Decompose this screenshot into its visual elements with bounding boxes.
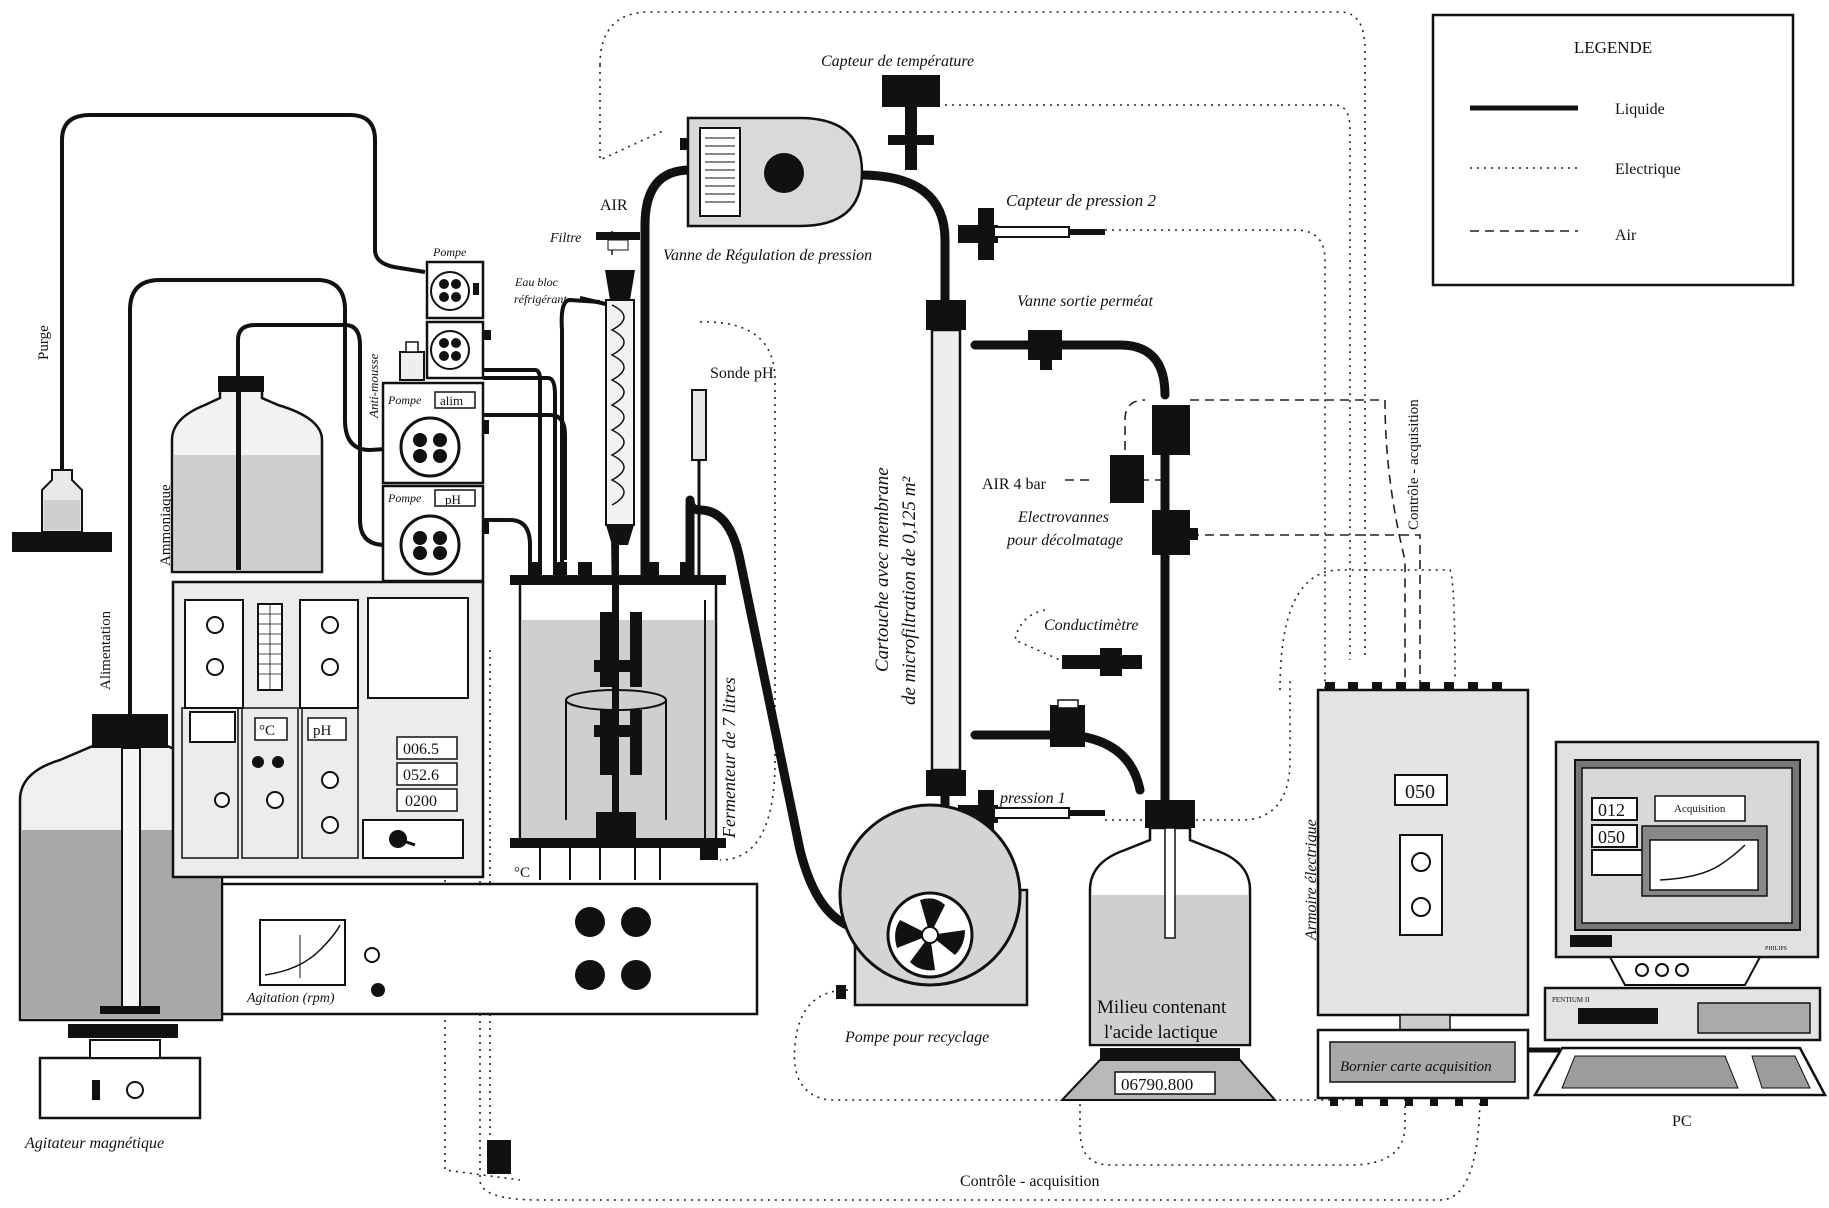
label-sonde-ph: Sonde pH bbox=[710, 365, 774, 382]
electrical-cabinet: 050 Armoire électrique Bornier carte acq… bbox=[1303, 682, 1528, 1106]
label-air-4-bar: AIR 4 bar bbox=[982, 476, 1047, 493]
label-fermenteur: Fermenteur de 7 litres bbox=[719, 677, 739, 839]
label-agitation: Agitation (rpm) bbox=[246, 991, 335, 1006]
ammoniaque-tank: Ammoniaque bbox=[158, 376, 322, 572]
label-controle-acquisition-right: Contrôle - acquisition bbox=[1406, 399, 1422, 530]
conductivity-meter: Conductimètre bbox=[1044, 617, 1142, 676]
armoire-display: 050 bbox=[1405, 781, 1435, 803]
label-pompe-ph: Pompe bbox=[387, 491, 422, 505]
label-pompe-alim: Pompe bbox=[387, 393, 422, 407]
pump-ph: Pompe pH bbox=[383, 486, 489, 581]
label-controle-acquisition-bottom: Contrôle - acquisition bbox=[960, 1173, 1100, 1190]
label-vanne-sortie-permeat: Vanne sortie perméat bbox=[1017, 293, 1154, 310]
label-alimentation: Alimentation bbox=[98, 610, 114, 690]
electrovalves: AIR 4 bar Electrovannes pour décolmatage… bbox=[982, 399, 1422, 555]
label-pompe-recyclage: Pompe pour recyclage bbox=[844, 1029, 989, 1046]
lactic-medium-bottle: Milieu contenant l'acide lactique bbox=[1090, 800, 1250, 1045]
label-electrovannes-1: Electrovannes bbox=[1017, 509, 1109, 526]
condenser: Eau bloc réfrigérant bbox=[514, 270, 635, 545]
label-pc: PC bbox=[1672, 1113, 1692, 1130]
pc-acquisition: Acquisition bbox=[1674, 803, 1726, 815]
recycle-pump: Pompe pour recyclage bbox=[836, 805, 1027, 1046]
legend-item-air: Air bbox=[1615, 227, 1637, 244]
pc-display-2: 050 bbox=[1598, 827, 1625, 847]
pressure-sensor-2: Capteur de pression 2 bbox=[958, 191, 1157, 260]
balance: 06790.800 bbox=[1062, 1048, 1275, 1100]
label-milieu-1: Milieu contenant bbox=[1097, 997, 1227, 1018]
label-vanne-regulation: Vanne de Régulation de pression bbox=[663, 247, 872, 264]
label-deg-c-fermenteur: °C bbox=[514, 865, 530, 881]
pc: 012 050 Acquisition PHILIPS PENTIUM II P… bbox=[1528, 742, 1825, 1130]
bottom-control: Contrôle - acquisition bbox=[487, 1140, 1100, 1190]
pump-top: Pompe bbox=[427, 245, 483, 318]
label-pression-1: pression 1 bbox=[999, 790, 1066, 807]
label-pompe-top: Pompe bbox=[432, 245, 467, 259]
air-filter: AIR Filtre bbox=[549, 197, 640, 250]
label-filtre: Filtre bbox=[549, 231, 581, 246]
label-armoire: Armoire électrique bbox=[1303, 819, 1320, 941]
microfiltration-cartridge: Cartouche avec membrane de microfiltrati… bbox=[872, 300, 966, 796]
label-electrovannes-2: pour décolmatage bbox=[1006, 532, 1123, 549]
label-ammoniaque: Ammoniaque bbox=[158, 484, 174, 566]
air-lines bbox=[612, 230, 1420, 690]
legend: LEGENDE Liquide Electrique Air bbox=[1433, 15, 1793, 285]
display-3: 0200 bbox=[405, 793, 437, 810]
pc-display-1: 012 bbox=[1598, 800, 1625, 820]
label-purge: Purge bbox=[36, 325, 52, 360]
permeate-valve: Vanne sortie perméat bbox=[1017, 293, 1154, 370]
legend-title: LEGENDE bbox=[1574, 38, 1652, 57]
label-agitateur: Agitateur magnétique bbox=[24, 1135, 164, 1152]
control-cabinet: °C pH 006.5 052.6 0200 bbox=[173, 582, 483, 877]
label-bornier: Bornier carte acquisition bbox=[1340, 1059, 1492, 1075]
label-capteur-temperature: Capteur de température bbox=[821, 53, 974, 70]
label-conductimetre: Conductimètre bbox=[1044, 617, 1139, 634]
label-air: AIR bbox=[600, 197, 628, 214]
pc-brand: PHILIPS bbox=[1765, 946, 1787, 952]
fermenter: Fermenteur de 7 litres bbox=[510, 528, 739, 880]
balance-display: 06790.800 bbox=[1121, 1075, 1193, 1094]
label-ph: pH bbox=[445, 492, 461, 507]
pump-alim: Pompe alim bbox=[383, 383, 489, 483]
label-eau-bloc-2: réfrigérant bbox=[514, 292, 567, 306]
label-ph-panel: pH bbox=[313, 723, 332, 739]
label-anti-mousse: Anti-mousse bbox=[366, 354, 381, 420]
label-eau-bloc-1: Eau bloc bbox=[514, 275, 559, 289]
stirring-base: Agitation (rpm) °C bbox=[222, 865, 757, 1014]
legend-item-liquide: Liquide bbox=[1615, 101, 1665, 118]
pressure-regulation-valve: Vanne de Régulation de pression bbox=[663, 118, 872, 264]
display-2: 052.6 bbox=[403, 767, 439, 784]
label-cartouche-2: de microfiltration de 0,125 m² bbox=[899, 476, 920, 705]
display-1: 006.5 bbox=[403, 741, 439, 758]
label-milieu-2: l'acide lactique bbox=[1104, 1022, 1218, 1043]
label-cartouche-1: Cartouche avec membrane bbox=[872, 467, 893, 672]
label-alim: alim bbox=[440, 393, 463, 408]
pc-pentium: PENTIUM II bbox=[1552, 996, 1590, 1004]
legend-item-electrique: Electrique bbox=[1615, 161, 1681, 178]
label-capteur-pression-2: Capteur de pression 2 bbox=[1006, 191, 1157, 210]
label-deg-c-panel: °C bbox=[259, 723, 275, 739]
lower-valve bbox=[1050, 700, 1085, 747]
